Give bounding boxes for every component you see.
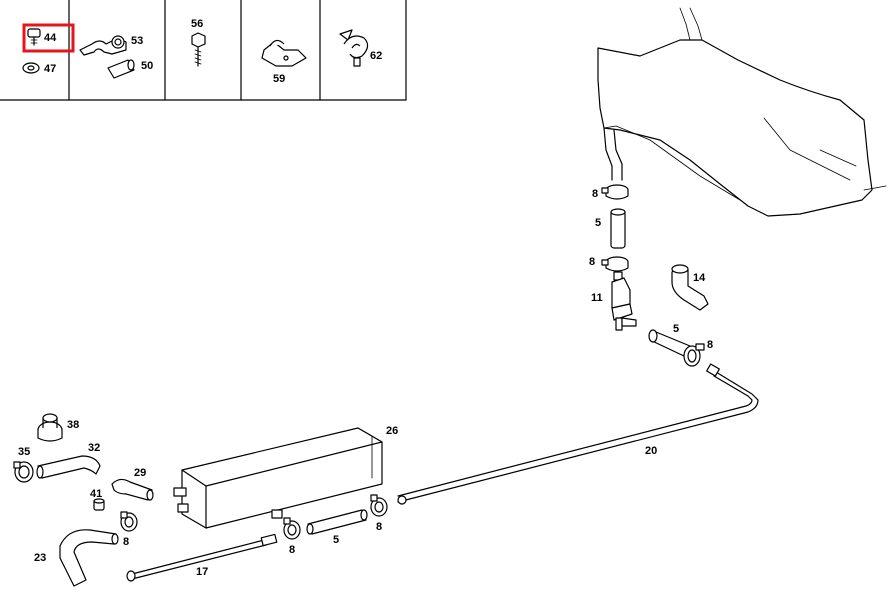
elbow-hose-14[interactable] <box>671 264 709 311</box>
callout-8-e[interactable]: 8 <box>289 544 295 556</box>
callout-8-a[interactable]: 8 <box>592 188 598 200</box>
callout-17[interactable]: 17 <box>196 566 208 578</box>
callout-23[interactable]: 23 <box>34 552 46 564</box>
hose-23[interactable] <box>59 529 119 587</box>
callout-5-c[interactable]: 5 <box>333 534 339 546</box>
fuel-line-17[interactable] <box>126 533 278 582</box>
part-59-label[interactable]: 59 <box>273 73 285 85</box>
callout-29[interactable]: 29 <box>134 467 146 479</box>
legend-table: 44 47 53 50 56 <box>0 0 407 101</box>
valve-11[interactable] <box>611 271 637 331</box>
part-62-hose-clip-drawing[interactable] <box>339 29 369 67</box>
callout-14[interactable]: 14 <box>693 272 706 284</box>
callout-5-a[interactable]: 5 <box>595 217 601 229</box>
upper-hose-assembly: 8 5 8 11 14 5 <box>589 184 713 367</box>
clamp-8-bottom-middle[interactable] <box>283 517 301 540</box>
fuel-tank <box>597 7 887 217</box>
legend-cell-44-47: 44 47 <box>22 23 75 75</box>
clamp-8-right[interactable] <box>683 343 705 367</box>
part-59-bracket-drawing[interactable] <box>261 39 307 67</box>
legend-cell-59: 59 <box>261 39 307 85</box>
part-50-sleeve-drawing[interactable] <box>107 59 135 79</box>
clamp-8-upper[interactable] <box>601 184 629 200</box>
hose-32[interactable] <box>36 455 101 479</box>
callout-8-d[interactable]: 8 <box>123 536 129 548</box>
callout-11[interactable]: 11 <box>591 292 603 304</box>
grommet-38[interactable] <box>37 413 63 442</box>
part-44-screw-drawing[interactable] <box>27 28 41 46</box>
part-56-label[interactable]: 56 <box>191 18 203 30</box>
callout-20[interactable]: 20 <box>645 445 657 457</box>
part-53-label[interactable]: 53 <box>131 35 143 47</box>
part-44-label[interactable]: 44 <box>44 32 57 44</box>
hose-5-bottom[interactable] <box>306 509 368 535</box>
part-47-label[interactable]: 47 <box>44 63 56 75</box>
callout-5-b[interactable]: 5 <box>673 323 679 335</box>
callout-41[interactable]: 41 <box>90 488 102 500</box>
clamp-35[interactable] <box>13 461 34 483</box>
hose-5-right[interactable] <box>648 329 691 357</box>
hose-5-upper[interactable] <box>610 208 626 249</box>
charcoal-canister-26[interactable] <box>173 427 383 529</box>
clamp-8-middle[interactable] <box>601 256 629 272</box>
callout-35[interactable]: 35 <box>18 446 30 458</box>
clamp-8-bottom-right[interactable] <box>370 494 388 517</box>
legend-cell-56: 56 <box>191 18 206 67</box>
callout-8-c[interactable]: 8 <box>707 339 713 351</box>
legend-cell-62: 62 <box>339 29 382 67</box>
callout-8-b[interactable]: 8 <box>589 256 595 268</box>
part-56-bolt-drawing[interactable] <box>191 32 206 67</box>
part-62-label[interactable]: 62 <box>370 50 382 62</box>
callout-26[interactable]: 26 <box>386 425 398 437</box>
clamp-8-lower-left[interactable] <box>120 511 138 532</box>
hose-29[interactable] <box>111 478 154 501</box>
part-53-clamp-drawing[interactable] <box>79 35 127 56</box>
part-50-label[interactable]: 50 <box>141 60 153 72</box>
callout-32[interactable]: 32 <box>88 442 100 454</box>
part-44-highlight-box <box>22 23 75 53</box>
callout-38[interactable]: 38 <box>67 419 79 431</box>
part-47-washer-drawing[interactable] <box>22 62 40 74</box>
callout-8-f[interactable]: 8 <box>376 521 382 533</box>
legend-cell-53-50: 53 50 <box>79 35 153 79</box>
sleeve-41[interactable] <box>93 498 105 511</box>
fuel-line-20[interactable] <box>397 363 759 505</box>
